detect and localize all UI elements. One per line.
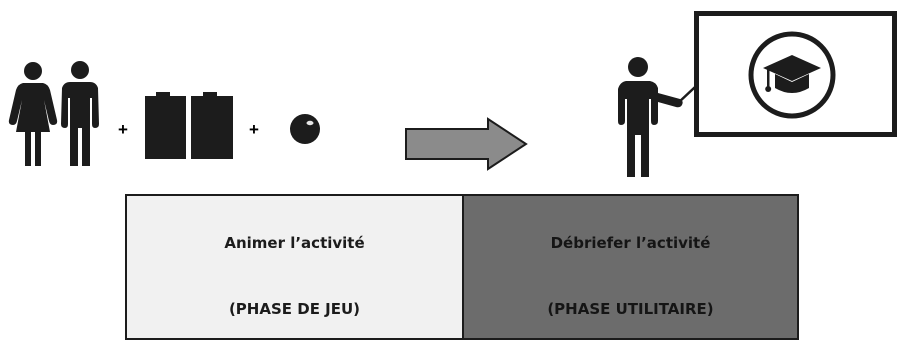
debrief-phase-box: Débriefer l’activité (PHASE UTILITAIRE) xyxy=(462,194,799,340)
ball-icon xyxy=(290,114,320,144)
play-phase-title: Animer l’activité xyxy=(224,234,365,252)
woman-icon xyxy=(8,62,58,166)
cards-icon xyxy=(145,92,233,159)
plus-sign: + xyxy=(118,120,128,139)
man-icon xyxy=(61,61,99,166)
graduation-cap-icon xyxy=(748,31,836,119)
right-arrow-icon xyxy=(405,117,528,171)
debrief-phase-title: Débriefer l’activité xyxy=(550,234,711,252)
debrief-phase-subtitle: (PHASE UTILITAIRE) xyxy=(547,300,714,318)
play-phase-subtitle: (PHASE DE JEU) xyxy=(228,300,361,318)
whiteboard-icon xyxy=(694,11,897,137)
play-phase-box: Animer l’activité (PHASE DE JEU) xyxy=(125,194,464,340)
plus-sign: + xyxy=(249,120,259,139)
